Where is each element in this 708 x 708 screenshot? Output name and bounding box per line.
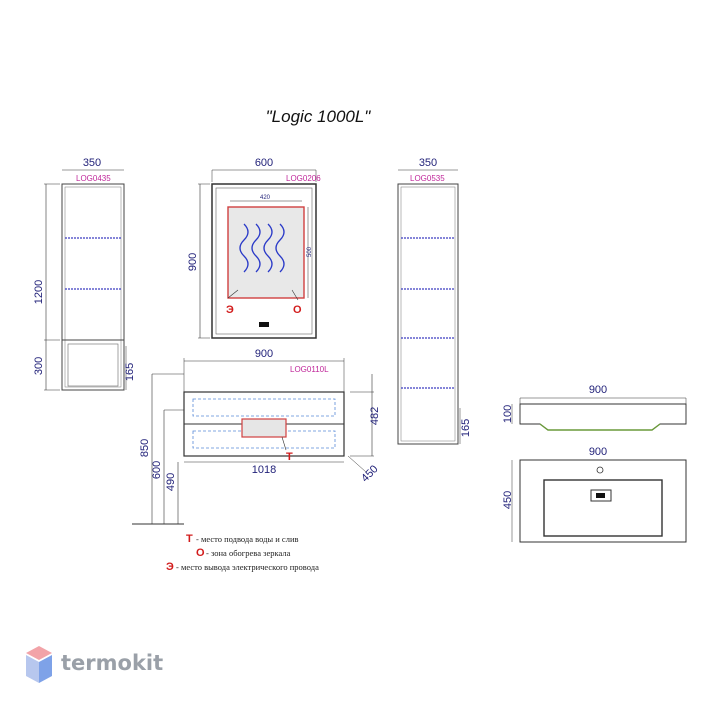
left-cabinet-lower-height: 300: [33, 357, 45, 375]
vanity-code: LOG0110L: [290, 365, 329, 374]
vanity-total-width: 1018: [252, 464, 276, 476]
marker-t: Т: [286, 451, 293, 463]
legend-text-e: - место вывода электрического провода: [176, 562, 319, 572]
drawing-title: "Logic 1000L": [266, 107, 372, 126]
water-connection-zone: [241, 418, 287, 438]
height-850: 850: [139, 439, 151, 457]
height-600: 600: [151, 461, 163, 479]
legend-letter-o: О: [196, 547, 205, 559]
drain-icon: [596, 493, 605, 498]
right-cabinet: 350 LOG0535 165: [397, 157, 472, 445]
mirror-width: 600: [255, 157, 273, 169]
hexagon-logo-icon: [26, 646, 52, 683]
vanity: 900 LOG0110L Т 482 450 1018 850 600 490: [132, 348, 381, 525]
vanity-depth: 450: [359, 463, 380, 484]
vanity-height: 482: [369, 407, 381, 425]
left-cabinet-width: 350: [83, 157, 101, 169]
mirror-switch: [259, 322, 269, 327]
marker-o: О: [293, 304, 302, 316]
legend-text-t: - место подвода воды и слив: [196, 534, 299, 544]
legend-letter-e: Э: [166, 561, 174, 573]
left-cabinet-height: 1200: [33, 280, 45, 304]
left-cabinet-depth: 165: [124, 363, 136, 381]
basin-side-view: 900 100: [502, 384, 687, 431]
legend: Т - место подвода воды и слив О - зона о…: [166, 533, 319, 573]
left-cabinet: 350 LOG0435 1200 300 165: [33, 157, 136, 391]
basin-top-view: 900 450: [502, 446, 687, 543]
basin-top-depth: 450: [502, 491, 514, 509]
vanity-width: 900: [255, 348, 273, 360]
right-cabinet-depth: 165: [460, 419, 472, 437]
basin-top-width: 900: [589, 446, 607, 458]
mirror: 600 LOG0206 420 500 Э О 900: [187, 157, 321, 339]
mirror-code: LOG0206: [286, 174, 321, 183]
right-cabinet-code: LOG0535: [410, 174, 445, 183]
mirror-height: 900: [187, 253, 199, 271]
heat-zone-width: 420: [260, 195, 271, 201]
legend-letter-t: Т: [186, 533, 193, 545]
legend-text-o: - зона обогрева зеркала: [206, 548, 291, 558]
brand-logo: termokit: [26, 646, 163, 683]
height-490: 490: [165, 473, 177, 491]
heat-zone-height: 500: [307, 246, 313, 257]
basin-side-height: 100: [502, 405, 514, 423]
basin-side-width: 900: [589, 384, 607, 396]
brand-name: termokit: [61, 651, 163, 675]
tap-hole-icon: [596, 466, 604, 474]
right-cabinet-width: 350: [419, 157, 437, 169]
marker-e: Э: [226, 304, 234, 316]
left-cabinet-code: LOG0435: [76, 174, 111, 183]
heat-waves-icon: [239, 223, 285, 273]
